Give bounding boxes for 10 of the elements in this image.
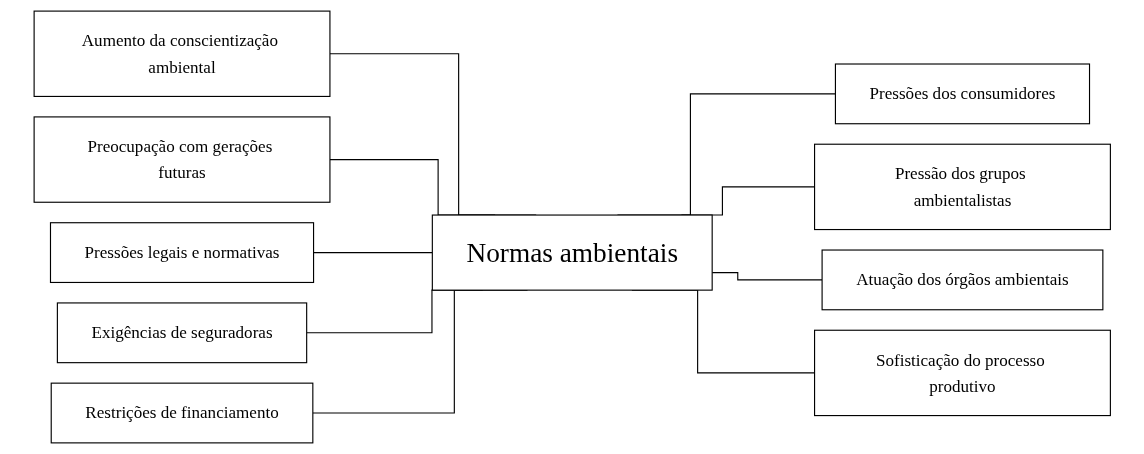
node-box: Pressões dos consumidores [834, 63, 1090, 125]
node-box: Normas ambientais [431, 214, 713, 291]
node-box: Exigências de seguradoras [56, 302, 307, 364]
node-box: Preocupação com gerações futuras [33, 116, 331, 203]
node-box: Atuação dos órgãos ambientais [821, 249, 1104, 311]
node-box: Aumento da conscientização ambiental [33, 10, 331, 97]
node-box: Pressão dos grupos ambientalistas [813, 143, 1111, 231]
node-box: Sofisticação do processo produtivo [813, 329, 1111, 417]
node-box: Restrições de financiamento [50, 382, 314, 444]
node-box: Pressões legais e normativas [49, 222, 314, 284]
